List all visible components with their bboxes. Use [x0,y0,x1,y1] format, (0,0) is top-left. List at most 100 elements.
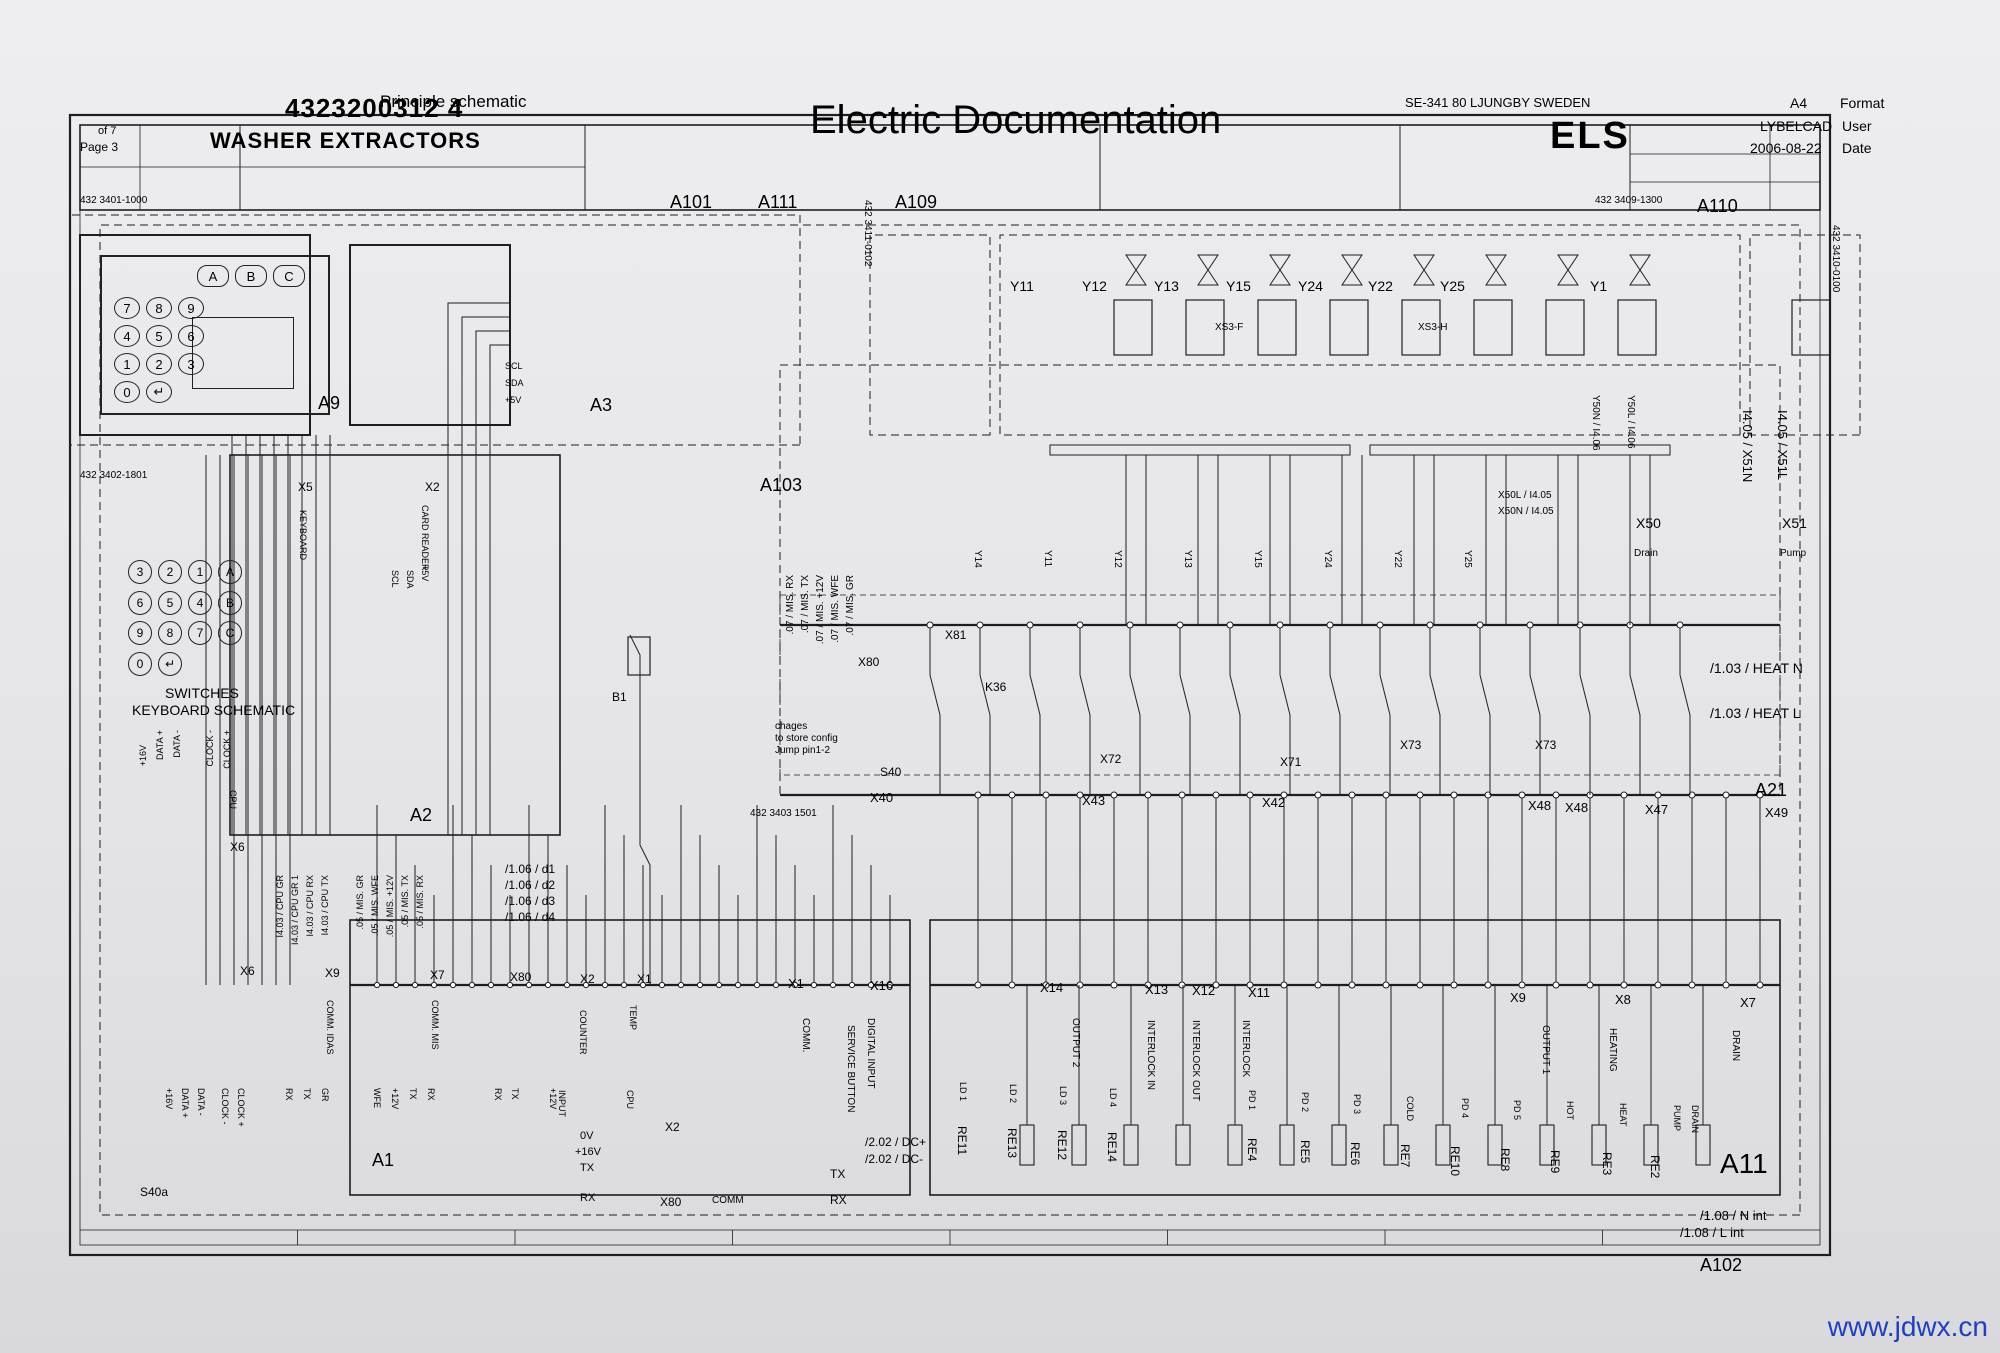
wire [1529,625,1541,795]
terminal [1042,791,1050,799]
terminal [1212,791,1220,799]
board-a110 [1749,234,1861,436]
valve-symbol [1485,269,1507,286]
relay-coil [1227,1124,1243,1166]
relay-coil [1123,1124,1139,1166]
terminal [772,981,780,989]
terminal [1382,981,1390,989]
board-a1 [349,919,911,1196]
xs3-f-bar [1049,444,1351,456]
terminal [1226,621,1234,629]
valve-symbol [1269,269,1291,286]
terminal [582,981,590,989]
terminal [867,981,875,989]
wire [1229,625,1241,795]
valve-symbol [1413,254,1435,271]
terminal [506,981,514,989]
terminal [487,981,495,989]
board-a103 [779,594,1781,776]
wire [1279,625,1291,795]
relay-coil [1643,1124,1659,1166]
terminal [1476,621,1484,629]
xs3-h-bar [1369,444,1671,456]
temp-sensor-b1 [627,636,651,676]
terminal [411,981,419,989]
title-block [79,124,1821,211]
terminal [1552,981,1560,989]
wire [1429,625,1441,795]
relay-coil [1695,1124,1711,1166]
wire [1579,625,1591,795]
terminal [1382,791,1390,799]
valve-symbol [1629,269,1651,286]
sheet-border [68,113,1832,1257]
terminal [1722,981,1730,989]
wire [1629,625,1641,795]
wire [1179,625,1191,795]
terminal [1450,791,1458,799]
terminal [1484,981,1492,989]
terminal [373,981,381,989]
terminal [1688,981,1696,989]
terminal [1376,621,1384,629]
terminal [449,981,457,989]
terminal [1756,981,1764,989]
relay-coil [1591,1124,1607,1166]
terminal [1314,791,1322,799]
terminal [601,981,609,989]
terminal [563,981,571,989]
terminal [1126,621,1134,629]
terminal [1246,791,1254,799]
relay-coil [1071,1124,1087,1166]
terminal [1526,621,1534,629]
valve-coil [1545,299,1585,356]
wire [1329,625,1341,795]
terminal [1110,791,1118,799]
board-a101 [69,214,801,446]
terminal [734,981,742,989]
valve-symbol [1341,269,1363,286]
terminal [976,621,984,629]
terminal [1076,981,1084,989]
relay-coil [1331,1124,1347,1166]
terminal [1416,791,1424,799]
terminal [1722,791,1730,799]
valve-symbol [1125,254,1147,271]
terminal [1620,981,1628,989]
terminal [1076,791,1084,799]
wire [979,625,991,795]
relay-coil [1435,1124,1451,1166]
board-a111 [869,234,991,436]
valve-symbol [1557,254,1579,271]
terminal [1176,621,1184,629]
terminal [1552,791,1560,799]
relay-coil [1487,1124,1503,1166]
terminal [886,981,894,989]
terminal [1212,981,1220,989]
terminal [715,981,723,989]
terminal [810,981,818,989]
board-a2 [229,454,561,836]
terminal [1314,981,1322,989]
valve-coil [1401,299,1441,356]
terminal [1586,981,1594,989]
terminal [1654,791,1662,799]
wire [489,344,510,835]
terminal [1246,981,1254,989]
relay-coil [1175,1124,1191,1166]
terminal [1426,621,1434,629]
terminal [544,981,552,989]
wire [629,634,651,985]
terminal [848,981,856,989]
terminal [1076,621,1084,629]
valve-symbol [1197,254,1219,271]
wire [447,302,510,835]
valve-symbol [1125,269,1147,286]
relay-coil [1019,1124,1035,1166]
terminal [1280,981,1288,989]
valve-coil [1113,299,1153,356]
terminal [1276,621,1284,629]
terminal [1450,981,1458,989]
wire [1479,625,1491,795]
valve-coil [1329,299,1369,356]
